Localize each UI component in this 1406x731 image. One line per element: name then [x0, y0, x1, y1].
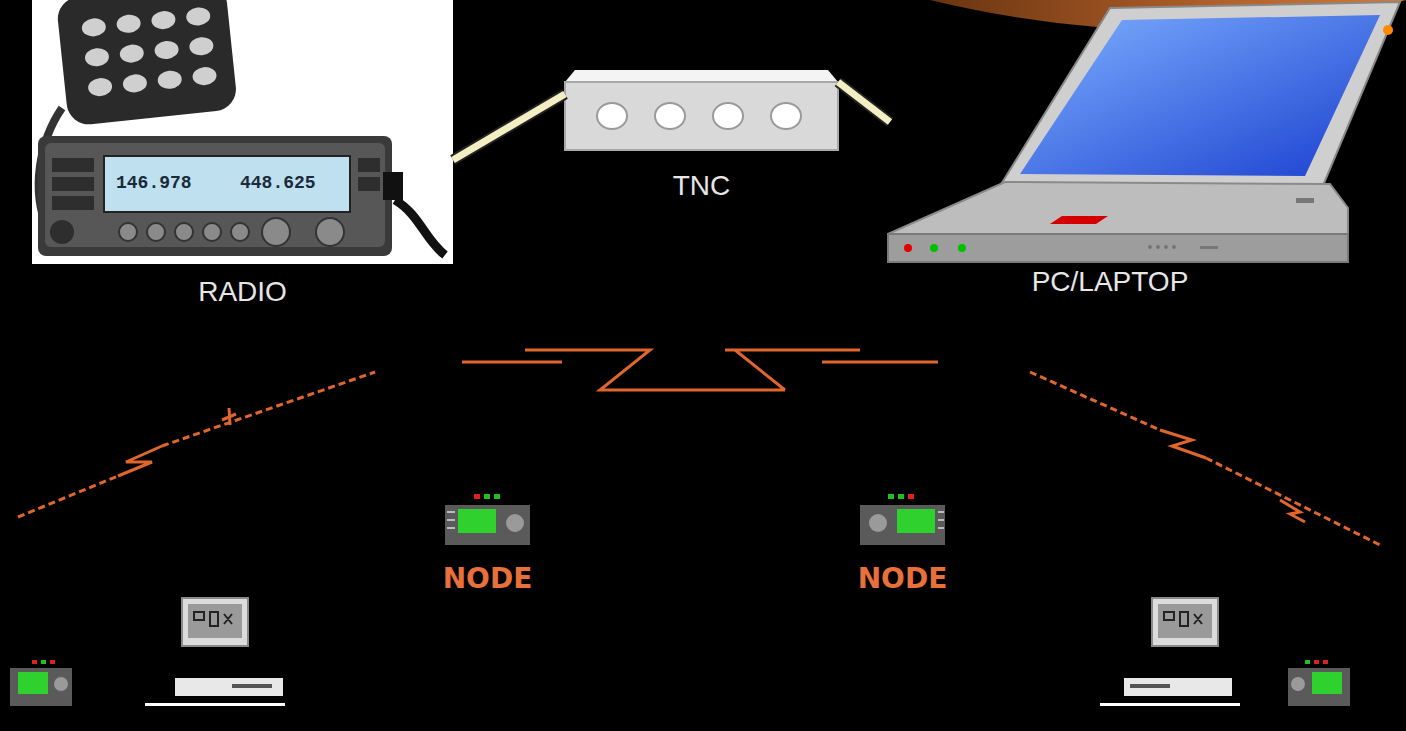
- node-label: NODE: [852, 563, 954, 595]
- radio-link: [18, 350, 1380, 545]
- node-radio-icon: [860, 494, 945, 545]
- display-frequency: 146.978: [116, 173, 192, 193]
- cable: [838, 82, 890, 122]
- station-computer-icon: [1100, 598, 1240, 706]
- cable-core: [453, 94, 565, 160]
- node-radio-icon: [445, 494, 530, 545]
- network-node: NODE: [437, 495, 539, 595]
- cable: [453, 94, 565, 160]
- device-label: TNC: [565, 170, 838, 202]
- tnc-box: [565, 70, 838, 150]
- display-frequency: 448.625: [240, 173, 316, 193]
- tnc-unit: TNC: [565, 70, 838, 202]
- device-label: RADIO: [32, 276, 453, 308]
- cable-outline: [838, 82, 890, 122]
- cable-outline: [453, 94, 565, 160]
- device-label: PC/LAPTOP: [890, 266, 1330, 298]
- laptop-unit: PC/LAPTOP: [890, 0, 1330, 298]
- station-computer-icon: [145, 598, 285, 706]
- cable-core: [838, 82, 890, 122]
- node-label: NODE: [437, 563, 539, 595]
- radio-unit: RADIO: [32, 0, 453, 308]
- station-radio-icon: [10, 660, 72, 706]
- station-radio-icon: [1288, 660, 1350, 706]
- radio-picture: [32, 0, 453, 264]
- laptop-picture: [888, 2, 1400, 262]
- network-node: NODE: [852, 495, 954, 595]
